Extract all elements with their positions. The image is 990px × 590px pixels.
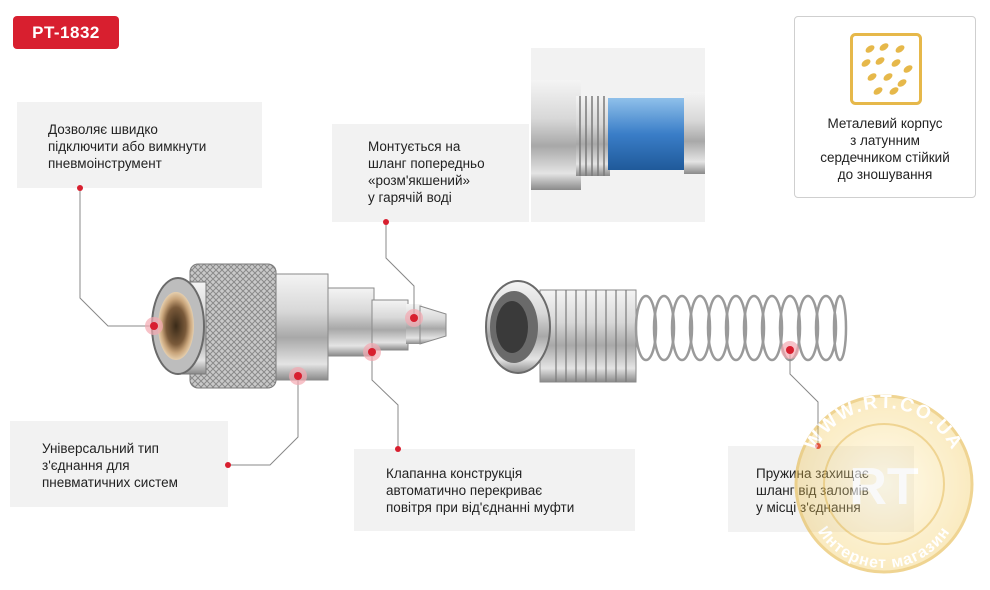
wheat-grain-icon — [850, 33, 922, 105]
callout-mounting: Монтується на шланг попередньо «розм'якш… — [332, 124, 529, 222]
feature-box: Металевий корпус з латунним сердечником … — [794, 16, 976, 198]
product-code-text: PT-1832 — [32, 22, 100, 42]
callout-quick-connect: Дозволяє швидко підключити або вимкнути … — [17, 102, 262, 188]
callout-line: пневматичних систем — [42, 475, 178, 490]
callout-line: повітря при від'єднанні муфти — [386, 500, 575, 515]
product-code-badge: PT-1832 — [13, 16, 119, 49]
callout-line: у гарячій воді — [368, 190, 452, 205]
callout-line: «розм'якшений» — [368, 173, 471, 188]
marker-dots — [77, 185, 821, 468]
callout-valve: Клапанна конструкція автоматично перекри… — [354, 449, 635, 531]
callout-universal: Універсальний тип з'єднання для пневмати… — [10, 421, 228, 507]
watermark-logo-text: RT — [849, 458, 919, 516]
callout-line: Монтується на — [368, 139, 461, 154]
quick-coupler — [151, 263, 447, 389]
callout-line: автоматично перекриває — [386, 483, 543, 498]
feature-description: Металевий корпус з латунним сердечником … — [795, 115, 975, 183]
feature-line: сердечником стійкий — [820, 150, 950, 165]
feature-line: Металевий корпус — [827, 116, 943, 131]
feature-line: з латунним — [850, 133, 920, 148]
spring-protector — [485, 280, 848, 383]
callout-line: Універсальний тип — [42, 441, 159, 456]
callout-line: шланг попередньо — [368, 156, 485, 171]
callout-line: Дозволяє швидко — [48, 122, 158, 137]
callout-line: Клапанна конструкція — [386, 466, 523, 481]
callout-line: підключити або вимкнути — [48, 139, 207, 154]
watermark-seal: WWW.RT.CO.UA Интернет магазин RT — [794, 392, 974, 574]
callout-line: пневмоінструмент — [48, 156, 162, 171]
hose-inset-photo — [531, 48, 705, 222]
feature-line: до зношування — [837, 167, 933, 182]
callout-line: з'єднання для — [42, 458, 130, 473]
